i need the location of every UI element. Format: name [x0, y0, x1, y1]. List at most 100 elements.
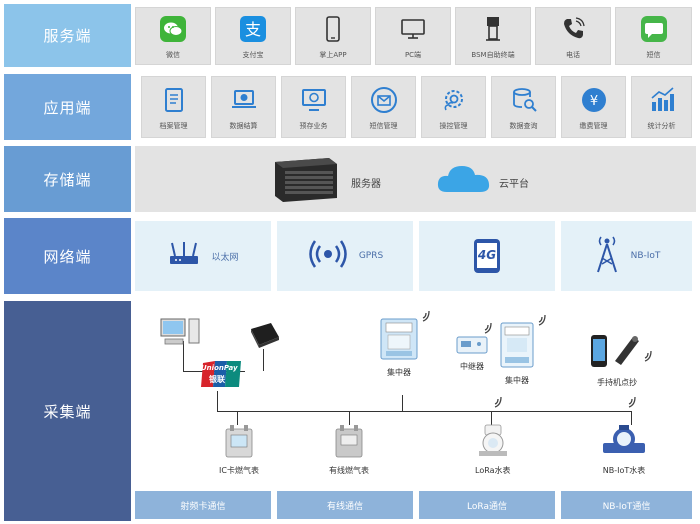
- repeater[interactable]: 中继器: [455, 335, 489, 372]
- service-area: 微信 支 支付宝 掌上APP PC端 BSM自助终端: [135, 4, 696, 67]
- wire-pc-down: [183, 341, 184, 371]
- storage-cloud[interactable]: 云平台: [435, 162, 529, 200]
- telephone-icon: [557, 13, 589, 45]
- alipay-icon: 支: [237, 13, 269, 45]
- monitor-icon: [397, 13, 429, 45]
- service-item-label: 电话: [566, 50, 580, 59]
- service-item-label: 微信: [166, 50, 180, 59]
- service-item-sms[interactable]: 短信: [615, 7, 692, 65]
- service-item-wechat[interactable]: 微信: [135, 7, 211, 65]
- wifi-signal-icon: [644, 350, 652, 362]
- service-item-label: 支付宝: [242, 50, 264, 59]
- unionpay-sub-text: 银联: [209, 375, 225, 384]
- card-reader[interactable]: [247, 321, 281, 353]
- wire-wired-gas: [349, 411, 350, 425]
- device-label: 集中器: [505, 376, 529, 385]
- wire-nbiot: [631, 411, 632, 425]
- app-item-control[interactable]: 操控管理: [421, 76, 486, 138]
- wifi-signal-icon: [538, 314, 546, 326]
- network-item-label: 以太网: [211, 252, 239, 263]
- network-gprs[interactable]: GPRS: [277, 221, 413, 291]
- cloud-icon: [435, 162, 493, 200]
- nbiot-water-meter[interactable]: NB-IoT水表: [601, 423, 647, 476]
- water-meter-icon: [477, 423, 509, 463]
- handheld-reader[interactable]: 手持机点抄: [589, 331, 645, 388]
- cloud-label: 云平台: [499, 178, 529, 190]
- database-search-icon: [508, 84, 540, 116]
- archive-book-icon: [158, 84, 190, 116]
- application-layer-label: 应用端: [4, 74, 131, 140]
- app-item-statistics[interactable]: 统计分析: [631, 76, 692, 138]
- unionpay-card[interactable]: UnionPay 银联: [199, 359, 243, 389]
- service-item-telephone[interactable]: 电话: [535, 7, 611, 65]
- tab-rf-card[interactable]: 射频卡通信: [135, 491, 271, 519]
- ic-card-gas-meter[interactable]: IC卡燃气表: [219, 423, 259, 476]
- network-layer-label: 网络端: [4, 218, 131, 294]
- tab-lora[interactable]: LoRa通信: [419, 491, 555, 519]
- kiosk-icon: [477, 13, 509, 45]
- device-label: 手持机点抄: [597, 378, 637, 387]
- app-item-prepaid[interactable]: 预存业务: [281, 76, 346, 138]
- concentrator-2[interactable]: 集中器: [499, 321, 535, 386]
- desktop-pc[interactable]: [159, 317, 203, 351]
- envelope-icon: [368, 84, 400, 116]
- wire-bus: [217, 411, 632, 412]
- service-item-mobile-app[interactable]: 掌上APP: [295, 7, 371, 65]
- repeater-icon: [455, 335, 489, 359]
- yen-coin-icon: ¥: [578, 84, 610, 116]
- server-label: 服务器: [351, 178, 381, 190]
- 4g-badge-text: 4G: [477, 248, 497, 262]
- app-item-label: 短信管理: [369, 121, 398, 130]
- unionpay-card-icon: UnionPay 银联: [199, 359, 243, 389]
- 4g-phone-icon: 4G: [470, 238, 504, 274]
- wire-card-down: [217, 391, 218, 411]
- wifi-signal-icon: [422, 310, 430, 322]
- wire-lora: [491, 411, 492, 425]
- storage-server[interactable]: 服务器: [269, 156, 381, 206]
- tab-wired[interactable]: 有线通信: [277, 491, 413, 519]
- service-item-label: 掌上APP: [319, 50, 347, 59]
- lora-water-meter[interactable]: LoRa水表: [475, 423, 511, 476]
- app-item-sms-management[interactable]: 短信管理: [351, 76, 416, 138]
- app-item-label: 统计分析: [647, 121, 676, 130]
- device-label: 集中器: [387, 368, 411, 377]
- app-item-settlement[interactable]: 数据结算: [211, 76, 276, 138]
- router-icon: [167, 239, 201, 273]
- app-item-label: 预存业务: [299, 121, 328, 130]
- network-ethernet[interactable]: 以太网: [135, 221, 271, 291]
- network-item-label: NB-IoT: [630, 251, 661, 261]
- app-item-payment[interactable]: ¥ 缴费管理: [561, 76, 626, 138]
- network-nbiot[interactable]: NB-IoT: [561, 221, 692, 291]
- network-layer: 网络端 以太网 GPRS 4G NB-IoT: [4, 218, 696, 294]
- wired-gas-meter[interactable]: 有线燃气表: [329, 423, 369, 476]
- concentrator-meter-icon: [499, 321, 535, 373]
- storage-layer: 存储端 服务器 云平台: [4, 146, 696, 212]
- network-area: 以太网 GPRS 4G NB-IoT: [135, 218, 696, 294]
- collection-layer-label: 采集端: [4, 301, 131, 521]
- concentrator-1[interactable]: 集中器: [379, 317, 419, 378]
- collection-layer: 采集端 UnionPay 银联: [4, 301, 696, 521]
- service-item-alipay[interactable]: 支 支付宝: [215, 7, 291, 65]
- svg-text:¥: ¥: [589, 94, 597, 109]
- app-item-label: 操控管理: [439, 121, 468, 130]
- tab-nbiot[interactable]: NB-IoT通信: [561, 491, 692, 519]
- gas-meter-icon: [222, 423, 256, 463]
- collection-area: UnionPay 银联 集中器 中继器 集中器: [135, 301, 696, 521]
- gear-cloud-icon: [438, 84, 470, 116]
- app-item-label: 档案管理: [159, 121, 188, 130]
- service-item-pc[interactable]: PC端: [375, 7, 451, 65]
- device-label: 中继器: [460, 362, 484, 371]
- sms-icon: [638, 13, 670, 45]
- service-item-label: 短信: [646, 50, 661, 59]
- app-item-archive[interactable]: 档案管理: [141, 76, 206, 138]
- wifi-signal-icon: [484, 322, 492, 334]
- wire-ic-gas: [237, 411, 238, 425]
- app-item-data-query[interactable]: 数据查询: [491, 76, 556, 138]
- service-item-bsm-kiosk[interactable]: BSM自助终端: [455, 7, 531, 65]
- antenna-tower-icon: [593, 234, 621, 278]
- gas-meter-icon: [332, 423, 366, 463]
- gprs-signal-icon: [307, 237, 349, 275]
- network-4g[interactable]: 4G: [419, 221, 555, 291]
- card-reader-icon: [247, 321, 281, 353]
- storage-area: 服务器 云平台: [135, 146, 696, 212]
